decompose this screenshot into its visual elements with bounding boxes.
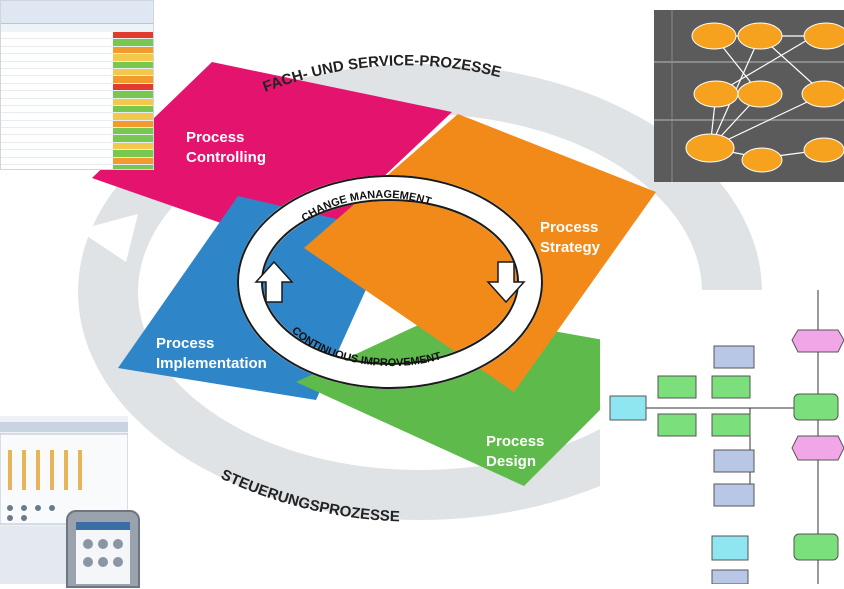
graph-node [693, 80, 739, 108]
spreadsheet-row [1, 120, 153, 129]
spreadsheet-row [1, 54, 153, 62]
spreadsheet-row [1, 91, 153, 99]
inner-ring-border-outer [237, 175, 543, 389]
epc-diagram [609, 290, 844, 585]
spreadsheet-row [1, 128, 153, 136]
label-design-2: Design [486, 453, 536, 470]
graph-node [691, 22, 737, 50]
spreadsheet-row [1, 68, 153, 77]
software-screenshot-thumbnail [0, 416, 128, 584]
spreadsheet-header [1, 1, 153, 24]
inner-ring [237, 175, 543, 389]
epc-resource [711, 413, 751, 437]
epc-resource [657, 375, 697, 399]
graph-node [803, 137, 844, 163]
label-controlling: Process [186, 129, 244, 146]
graph-node [737, 80, 783, 108]
graph-node [801, 80, 844, 108]
label-implementation-2: Implementation [156, 355, 267, 372]
graph-node [803, 22, 844, 50]
epc-resource [657, 413, 697, 437]
epc-document [713, 449, 755, 473]
label-strategy: Process [540, 219, 598, 236]
inner-arrow-right [486, 261, 526, 304]
graph-node [737, 22, 783, 50]
epc-document [713, 345, 755, 369]
label-controlling-2: Controlling [186, 149, 266, 166]
spreadsheet-row [1, 157, 153, 166]
epc-document [711, 569, 749, 585]
quadrant-controlling [92, 62, 452, 252]
network-graph-thumbnail [654, 10, 844, 182]
epc-function [793, 393, 839, 421]
spreadsheet-row [1, 142, 153, 151]
epc-event [791, 435, 844, 461]
spreadsheet-row [1, 61, 153, 69]
spreadsheet-row [1, 150, 153, 158]
spreadsheet-row [1, 39, 153, 47]
epc-function [793, 533, 839, 561]
spreadsheet-row [1, 105, 153, 114]
epc-document [713, 483, 755, 507]
spreadsheet-row [1, 76, 153, 84]
pda-device [66, 510, 140, 588]
inner-arrow-left [254, 260, 294, 303]
spreadsheet-rows [1, 32, 153, 169]
spreadsheet-subheader [1, 24, 153, 32]
spreadsheet-row [1, 135, 153, 143]
spreadsheet-row [1, 113, 153, 121]
graph-node [685, 133, 735, 163]
quadrant-design [296, 312, 660, 486]
pda-screen [76, 522, 130, 584]
outer-ring-arrow-left [78, 214, 138, 262]
spreadsheet-row [1, 98, 153, 106]
spreadsheet-row [1, 83, 153, 92]
spreadsheet-thumbnail [0, 0, 154, 170]
label-implementation: Process [156, 335, 214, 352]
epc-system [609, 395, 647, 421]
network-graph [654, 10, 844, 182]
label-strategy-2: Strategy [540, 239, 601, 256]
spreadsheet-row [1, 32, 153, 40]
spreadsheet-row [1, 165, 153, 169]
spreadsheet-row [1, 46, 153, 55]
process-chain-thumbnail [600, 290, 844, 585]
epc-system [711, 535, 749, 561]
epc-event [791, 329, 844, 353]
epc-resource [711, 375, 751, 399]
graph-node [741, 147, 783, 173]
label-design: Process [486, 433, 544, 450]
